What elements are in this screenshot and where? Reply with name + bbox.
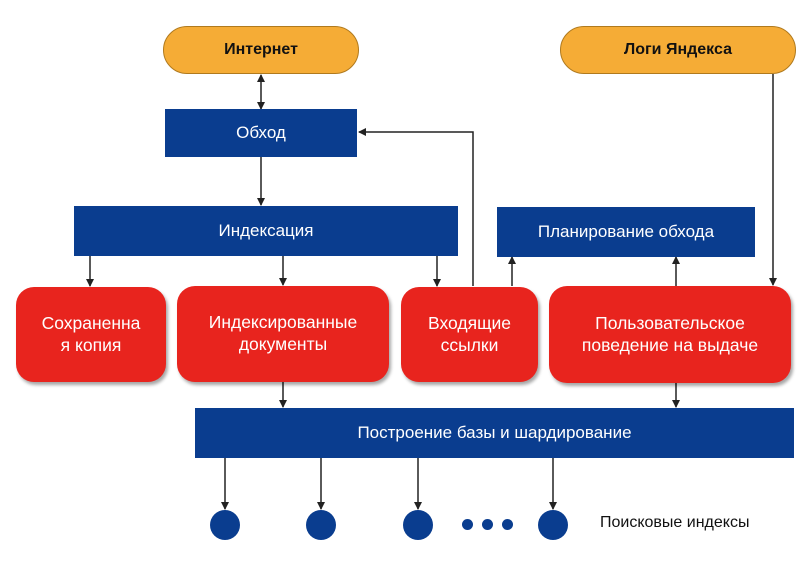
user-behavior-node: Пользовательское поведение на выдаче (549, 286, 791, 383)
crawl-planning-node: Планирование обхода (497, 207, 755, 257)
incoming-links-label-line2: ссылки (440, 334, 499, 355)
user-behavior-label-line2: поведение на выдаче (581, 334, 759, 355)
search-indexes-caption: Поисковые индексы (600, 514, 750, 531)
indexed-docs-label-line1: Индексированные (208, 312, 358, 333)
crawl-label: Обход (236, 123, 286, 143)
crawl-planning-label: Планирование обхода (537, 222, 715, 242)
indexing-node: Индексация (74, 206, 458, 256)
indexed-docs-label-line2: документы (238, 334, 328, 354)
search-index-dot (210, 510, 240, 540)
ellipsis-dot (502, 519, 513, 530)
incoming-links-node: Входящие ссылки (401, 287, 538, 382)
saved-copy-label-line2: я копия (60, 334, 122, 355)
indexing-label: Индексация (218, 221, 314, 241)
incoming-links-label-line1: Входящие (428, 312, 511, 333)
saved-copy-node: Сохраненна я копия (16, 287, 166, 382)
build-and-shard-node: Построение базы и шардирование (195, 408, 794, 458)
crawl-node: Обход (165, 109, 357, 157)
saved-copy-label-line1: Сохраненна (41, 312, 141, 333)
internet-label: Интернет (224, 41, 298, 58)
search-index-dot (306, 510, 336, 540)
ellipsis-dot (462, 519, 473, 530)
build-and-shard-label: Построение базы и шардирование (357, 423, 632, 443)
internet-node: Интернет (163, 26, 359, 74)
yandex-logs-label: Логи Яндекса (624, 41, 732, 58)
user-behavior-label-line1: Пользовательское (595, 312, 745, 333)
yandex-logs-node: Логи Яндекса (560, 26, 796, 74)
search-index-dot (538, 510, 568, 540)
ellipsis-dot (482, 519, 493, 530)
edge-incoming-links-crawl (358, 128, 474, 286)
indexed-docs-node: Индексированные документы (177, 286, 389, 382)
search-index-dot (403, 510, 433, 540)
